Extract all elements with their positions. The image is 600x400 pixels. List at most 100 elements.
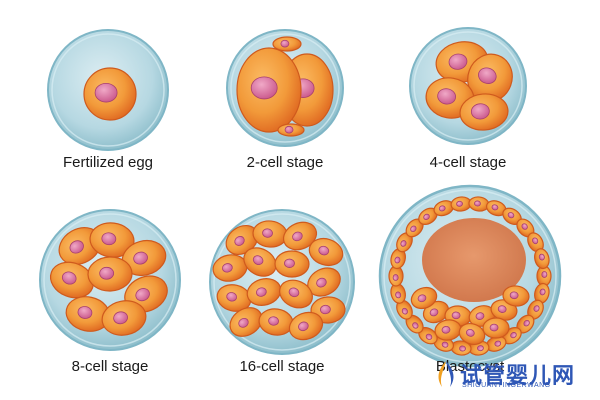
nucleus (470, 103, 490, 120)
nucleus (478, 67, 497, 84)
cell (418, 207, 438, 226)
nucleus (521, 223, 528, 230)
cell (277, 123, 305, 137)
cell (101, 300, 147, 336)
nucleus (456, 200, 463, 207)
stage-label: Fertilized egg (62, 154, 154, 171)
nucleus (400, 240, 407, 247)
nucleus (69, 240, 84, 254)
watermark-logo: 试管婴儿网 SHIGUANYINGERWANG (434, 358, 594, 394)
cell (308, 237, 344, 267)
nucleus (284, 258, 295, 268)
cell (502, 207, 522, 226)
nucleus (451, 311, 461, 320)
cell (527, 232, 544, 253)
nucleus (509, 291, 519, 300)
nucleus (133, 251, 148, 265)
cell (246, 278, 282, 306)
nucleus (268, 316, 279, 326)
stage-label: 8-cell stage (71, 358, 149, 375)
cell (405, 218, 424, 238)
nucleus (425, 333, 433, 340)
nucleus (523, 319, 530, 327)
nucleus (94, 82, 118, 103)
nucleus (539, 288, 546, 296)
nucleus (395, 291, 402, 299)
nucleus (417, 294, 427, 303)
stage-5 (378, 184, 562, 368)
cell (274, 250, 310, 278)
cell (502, 285, 530, 307)
nucleus (497, 305, 507, 313)
nucleus (238, 317, 249, 328)
cell (482, 317, 510, 339)
cell (418, 326, 438, 345)
stage-label: Blastocyst (435, 358, 505, 375)
nucleus (491, 204, 499, 211)
nucleus (538, 253, 545, 261)
nucleus (298, 321, 309, 332)
nucleus (392, 274, 399, 281)
nucleus (234, 236, 245, 246)
nucleus (489, 323, 499, 332)
nucleus (226, 292, 238, 302)
stage-0 (47, 29, 169, 151)
nucleus (256, 287, 267, 297)
nucleus (459, 345, 466, 352)
nucleus (221, 263, 233, 273)
stage-label: 4-cell stage (429, 154, 507, 171)
nucleus (507, 212, 515, 219)
nucleus (292, 231, 303, 242)
nucleus (423, 213, 430, 220)
nucleus (466, 328, 475, 337)
nucleus (284, 125, 294, 134)
nucleus (288, 287, 300, 298)
nucleus (441, 341, 449, 348)
nucleus (250, 76, 278, 100)
stage-label: 2-cell stage (246, 154, 324, 171)
nucleus (316, 277, 327, 288)
nucleus (77, 306, 93, 319)
cell (252, 220, 288, 248)
cell (87, 256, 133, 292)
stage-3 (39, 209, 181, 351)
cell (236, 47, 302, 133)
nucleus (113, 311, 128, 325)
cell (390, 248, 406, 270)
cell (258, 308, 294, 336)
nucleus (262, 228, 273, 238)
nucleus (437, 88, 456, 105)
stage-1 (226, 29, 344, 147)
watermark-title: 试管婴儿网 (460, 364, 576, 389)
nucleus (477, 345, 484, 352)
cell (216, 284, 252, 312)
stage-4 (209, 209, 355, 355)
cell (534, 248, 550, 270)
nucleus (252, 255, 264, 266)
cell (282, 221, 318, 251)
watermark-subtitle: SHIGUANYINGERWANG (462, 382, 551, 389)
nucleus (438, 205, 446, 212)
cell (272, 36, 302, 52)
nucleus (318, 245, 330, 256)
nucleus (280, 39, 290, 48)
nucleus (474, 200, 481, 207)
nucleus (441, 325, 451, 334)
nucleus (401, 307, 408, 315)
stage-2 (409, 27, 527, 145)
cell (288, 311, 324, 341)
cell (225, 224, 259, 256)
cell (516, 218, 535, 238)
cell (468, 196, 490, 212)
stage-label: 16-cell stage (239, 358, 325, 375)
cell (450, 196, 472, 212)
nucleus (510, 332, 517, 339)
nucleus (494, 340, 502, 347)
cell (121, 239, 167, 277)
cell (307, 267, 341, 297)
cell (434, 319, 462, 341)
nucleus (135, 288, 150, 302)
cell (459, 93, 509, 131)
cell (279, 279, 313, 309)
